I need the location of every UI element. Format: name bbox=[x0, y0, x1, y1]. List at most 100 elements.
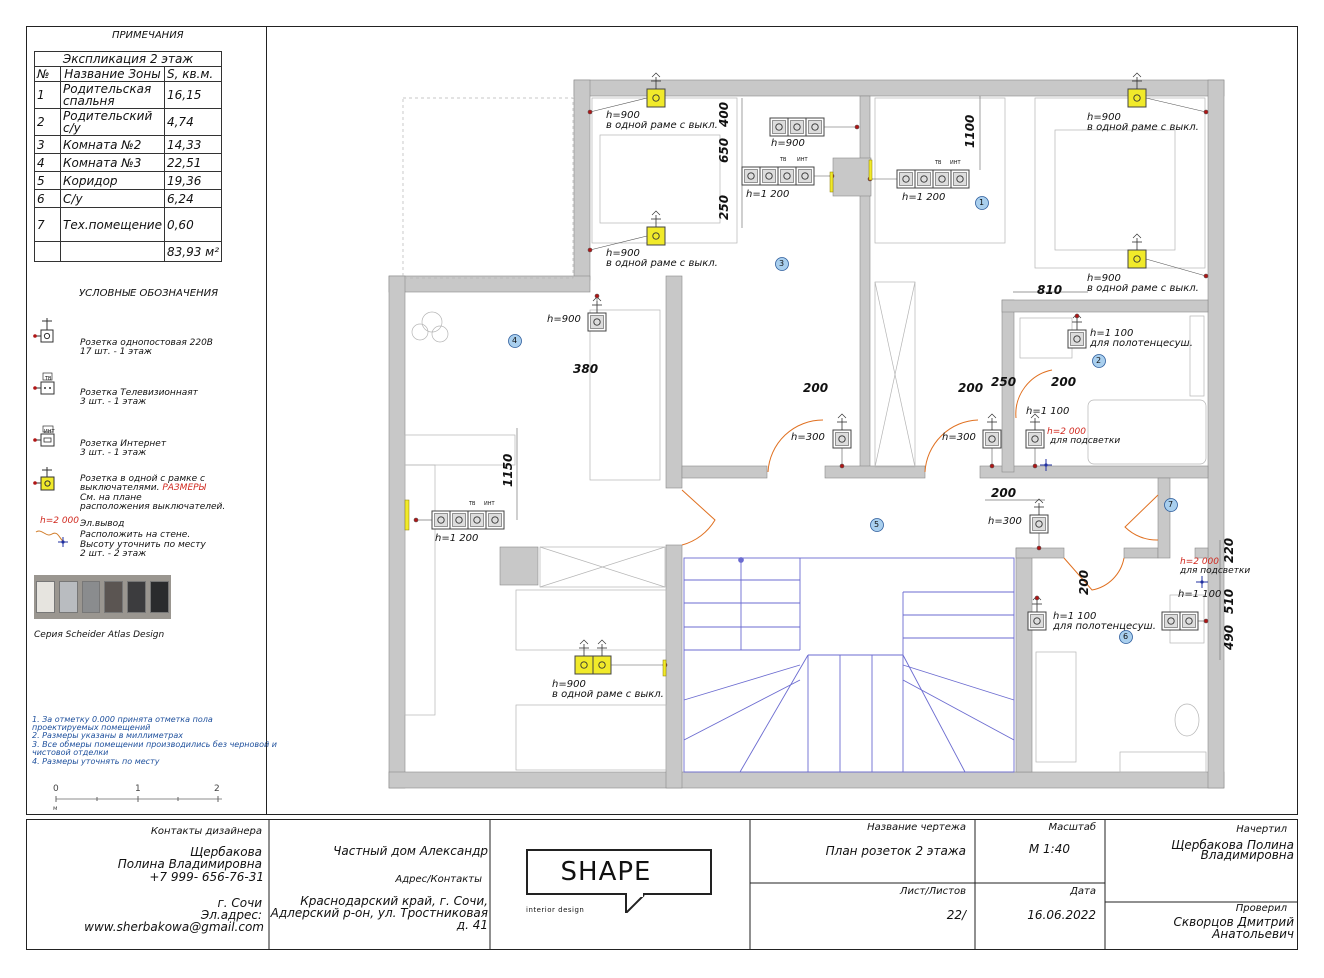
scale-label-2: 2 bbox=[214, 784, 220, 794]
scale-bar bbox=[55, 796, 222, 802]
wire-outlets bbox=[1040, 459, 1208, 588]
address-line: Адлерский р-он, ул. Тростниковая bbox=[270, 906, 488, 920]
note-line: 1. За отметку 0.000 принята отметка пола bbox=[32, 715, 213, 724]
drawing-name: План розеток 2 этажа bbox=[825, 844, 966, 858]
color-swatch bbox=[58, 581, 78, 613]
label-frame-note: в одной раме с выкл. bbox=[1087, 283, 1199, 294]
legend-wire-3: Высоту уточнить по месту bbox=[80, 540, 206, 550]
room-tag-circles bbox=[508, 196, 1178, 644]
dim-200: 200 bbox=[991, 486, 1017, 500]
walls bbox=[388, 79, 1225, 789]
dim-810: 810 bbox=[1037, 283, 1063, 297]
label-towel: для полотенцесуш. bbox=[1053, 621, 1156, 632]
legend-wire-4: 2 шт. - 2 этаж bbox=[80, 549, 147, 559]
label-h1200: h=1 200 bbox=[435, 533, 479, 544]
label-frame-note: в одной раме с выкл. bbox=[552, 689, 664, 700]
legend-wire-2: Расположить на стене. bbox=[80, 530, 191, 540]
label-h300: h=300 bbox=[942, 432, 976, 443]
legend-title: УСЛОВНЫЕ ОБОЗНАЧЕНИЯ bbox=[79, 288, 219, 299]
checked-name-2: Анатольевич bbox=[1212, 927, 1294, 941]
int-tag: ИНТ bbox=[484, 501, 495, 507]
label-towel: для полотенцесуш. bbox=[1090, 338, 1193, 349]
scale-unit: м bbox=[53, 805, 58, 812]
legend-symbols bbox=[33, 318, 55, 491]
room-number: 5 bbox=[874, 520, 880, 529]
dim-380: 380 bbox=[573, 362, 599, 376]
notes-header: ПРИМЕЧАНИЯ bbox=[112, 30, 184, 41]
note-line: 2. Размеры указаны в миллиметрах bbox=[32, 731, 184, 740]
address-label: Адрес/Контакты bbox=[395, 874, 482, 885]
doors bbox=[681, 369, 1159, 591]
scale-value: М 1:40 bbox=[1028, 842, 1070, 856]
socket-internet-icon bbox=[33, 425, 55, 447]
label-h1100: h=1 100 bbox=[1178, 589, 1222, 600]
furniture bbox=[402, 97, 1207, 773]
sheet-number: 22/ bbox=[946, 908, 966, 922]
legend-socket-single-count: 17 шт. - 1 этаж bbox=[80, 347, 153, 357]
logo-sub: interior design bbox=[526, 906, 585, 914]
tv-tag: ТВ bbox=[780, 157, 787, 163]
scale-label: Масштаб bbox=[1048, 822, 1096, 833]
room-number: 4 bbox=[512, 336, 518, 345]
legend-int-tag: ИНТ bbox=[44, 429, 55, 435]
label-backlight: для подсветки bbox=[1050, 436, 1121, 446]
color-swatch bbox=[104, 581, 124, 613]
legend-socket-frame-3: См. на плане bbox=[80, 493, 142, 503]
logo-word: SHAPE bbox=[560, 857, 652, 887]
dim-200: 200 bbox=[803, 381, 829, 395]
legend-socket-single: Розетка однопостовая 220В bbox=[80, 338, 213, 348]
sheet-label: Лист/Листов bbox=[899, 886, 966, 897]
label-h900: h=900 bbox=[771, 138, 805, 149]
legend-socket-internet-count: 3 шт. - 1 этаж bbox=[80, 448, 147, 458]
designer-city: г. Сочи bbox=[217, 896, 262, 910]
room-number: 6 bbox=[1123, 632, 1129, 641]
shape-logo: SHAPE interior design bbox=[526, 849, 712, 914]
address-line: Краснодарский край, г. Сочи, bbox=[300, 894, 488, 908]
label-h300: h=300 bbox=[988, 516, 1022, 527]
tv-tag: ТВ bbox=[935, 160, 942, 166]
checked-label: Проверил bbox=[1235, 903, 1287, 914]
legend-wire-1: Эл.вывод bbox=[80, 519, 125, 529]
label-h1200: h=1 200 bbox=[746, 189, 790, 200]
logo-frame bbox=[526, 849, 712, 895]
label-h1200: h=1 200 bbox=[902, 192, 946, 203]
room-number: 1 bbox=[979, 198, 985, 207]
socket-tv-icon bbox=[33, 372, 55, 395]
room-number: 7 bbox=[1168, 500, 1174, 509]
label-h900: h=900 bbox=[1087, 273, 1121, 284]
note-line: 3. Все обмеры помещении производились бе… bbox=[32, 740, 277, 749]
designer-email: www.sherbakowa@gmail.com bbox=[84, 920, 264, 934]
color-swatch bbox=[36, 581, 55, 613]
contacts-label: Контакты дизайнера bbox=[150, 826, 262, 837]
drawn-name-2: Владимировна bbox=[1200, 848, 1294, 862]
checked-name: Скворцов Дмитрий bbox=[1173, 915, 1295, 929]
window-marks bbox=[404, 159, 873, 677]
designer-name: Щербакова bbox=[190, 845, 262, 859]
legend-socket-frame-2: выключателями. РАЗМЕРЫ bbox=[80, 483, 206, 493]
label-h900: h=900 bbox=[547, 314, 581, 325]
dim-200: 200 bbox=[958, 381, 984, 395]
label-h1100: h=1 100 bbox=[1053, 611, 1097, 622]
color-swatch bbox=[81, 581, 101, 613]
col-header-name: Название Зоны bbox=[60, 66, 165, 82]
socket-frame-icon bbox=[33, 467, 55, 491]
room-number: 2 bbox=[1096, 356, 1102, 365]
note-line: проектируемых помещений bbox=[32, 723, 151, 732]
notes-panel-frame bbox=[26, 26, 267, 815]
int-tag: ИНТ bbox=[797, 157, 808, 163]
dim-250: 250 bbox=[991, 375, 1017, 389]
label-h2000: h=2 000 bbox=[1180, 557, 1220, 567]
label-h900: h=900 bbox=[552, 679, 586, 690]
label-frame-note: в одной раме с выкл. bbox=[1087, 122, 1199, 133]
dimension-lines bbox=[516, 96, 1221, 660]
label-frame-note: в одной раме с выкл. bbox=[606, 258, 718, 269]
int-tag: ИНТ bbox=[950, 160, 961, 166]
wire-outlet-icon bbox=[35, 530, 68, 547]
scale-label-1: 1 bbox=[135, 784, 141, 794]
staircase bbox=[683, 557, 1015, 773]
label-frame-note: в одной раме с выкл. bbox=[606, 120, 718, 131]
explication-table: Экспликация 2 этаж № Название Зоны S, кв… bbox=[33, 51, 223, 262]
